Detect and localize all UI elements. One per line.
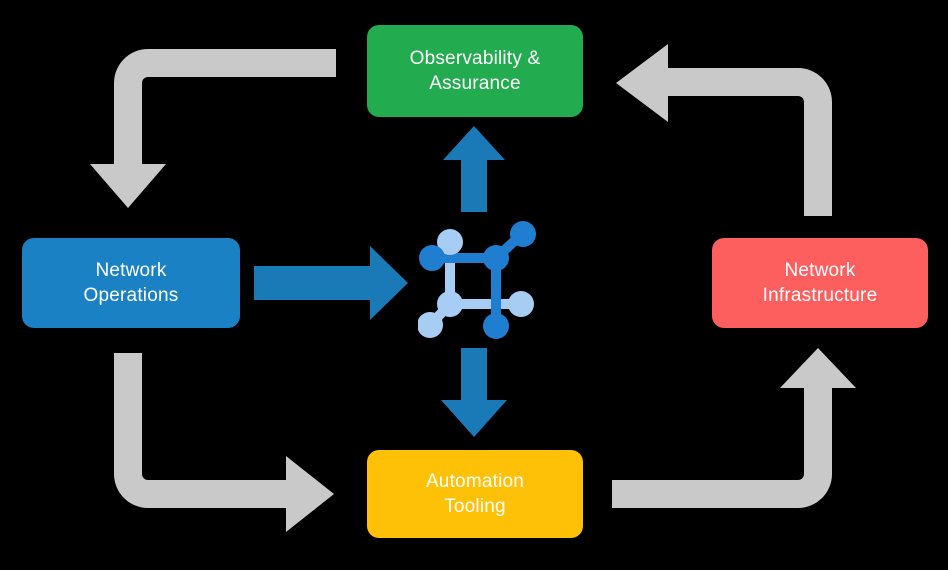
node-network-infrastructure[interactable]: Network Infrastructure <box>712 238 928 328</box>
arrow-netinfra-to-observability <box>616 44 832 216</box>
network-topology-icon <box>418 221 536 339</box>
topology-nodes-secondary <box>418 229 534 338</box>
topology-nodes-primary <box>419 221 536 339</box>
arrow-center-to-automation <box>441 348 507 437</box>
arrow-netops-to-center <box>254 246 408 320</box>
arrow-observability-to-netops <box>90 49 336 208</box>
arrow-automation-to-netinfra <box>612 348 856 508</box>
node-network-operations[interactable]: Network Operations <box>22 238 240 328</box>
node-automation-tooling[interactable]: Automation Tooling <box>367 450 583 538</box>
node-observability-assurance[interactable]: Observability & Assurance <box>367 25 583 117</box>
arrow-netops-to-automation <box>114 353 334 532</box>
arrow-center-to-observability <box>443 126 505 212</box>
